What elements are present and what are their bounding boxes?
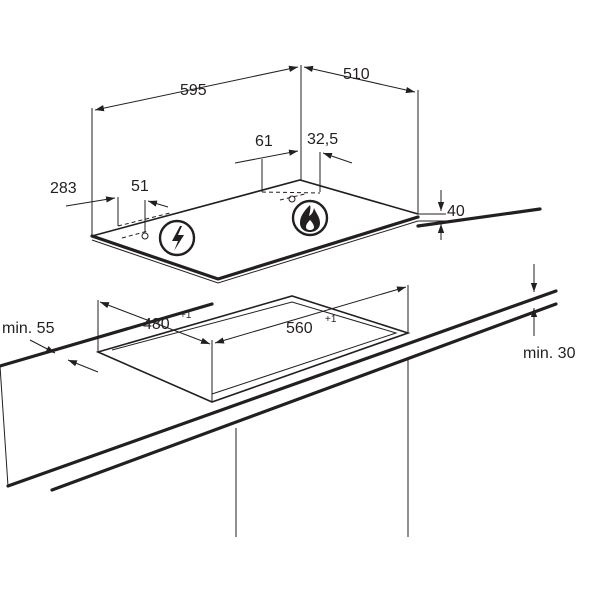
label-min-55: min. 55 [2, 320, 55, 337]
dimension-burner-offsets: 61 32,5 [234, 131, 353, 192]
dimension-front-offsets: 283 51 [50, 178, 169, 232]
label-40: 40 [447, 203, 465, 220]
label-560: 560 [286, 320, 313, 337]
label-560-tolerance: +1 [325, 314, 337, 325]
worktop [0, 207, 558, 537]
dimension-depth-total: 510 [303, 65, 419, 214]
dimension-cutout-width: 560 +1 [214, 286, 407, 344]
burner-marker [288, 195, 296, 203]
dimension-height: 40 [418, 190, 465, 240]
label-283: 283 [50, 180, 77, 197]
burner-marker [141, 232, 149, 240]
lightning-bolt-icon [158, 219, 196, 257]
dimension-width-total: 595 [91, 65, 302, 236]
label-min-30: min. 30 [523, 345, 576, 362]
label-32-5: 32,5 [307, 131, 338, 148]
dimension-min-wall: min. 55 [2, 320, 99, 373]
dimension-min-below: min. 30 [523, 264, 576, 362]
flame-icon [291, 199, 329, 237]
cutout [95, 285, 411, 403]
hob [90, 179, 420, 284]
label-510: 510 [343, 66, 370, 83]
label-595: 595 [180, 82, 207, 99]
dimension-cutout-depth: 480 +1 [99, 301, 211, 345]
label-61: 61 [255, 133, 273, 150]
label-480-tolerance: +1 [180, 310, 192, 321]
label-480: 480 [143, 316, 170, 333]
label-51: 51 [131, 178, 149, 195]
